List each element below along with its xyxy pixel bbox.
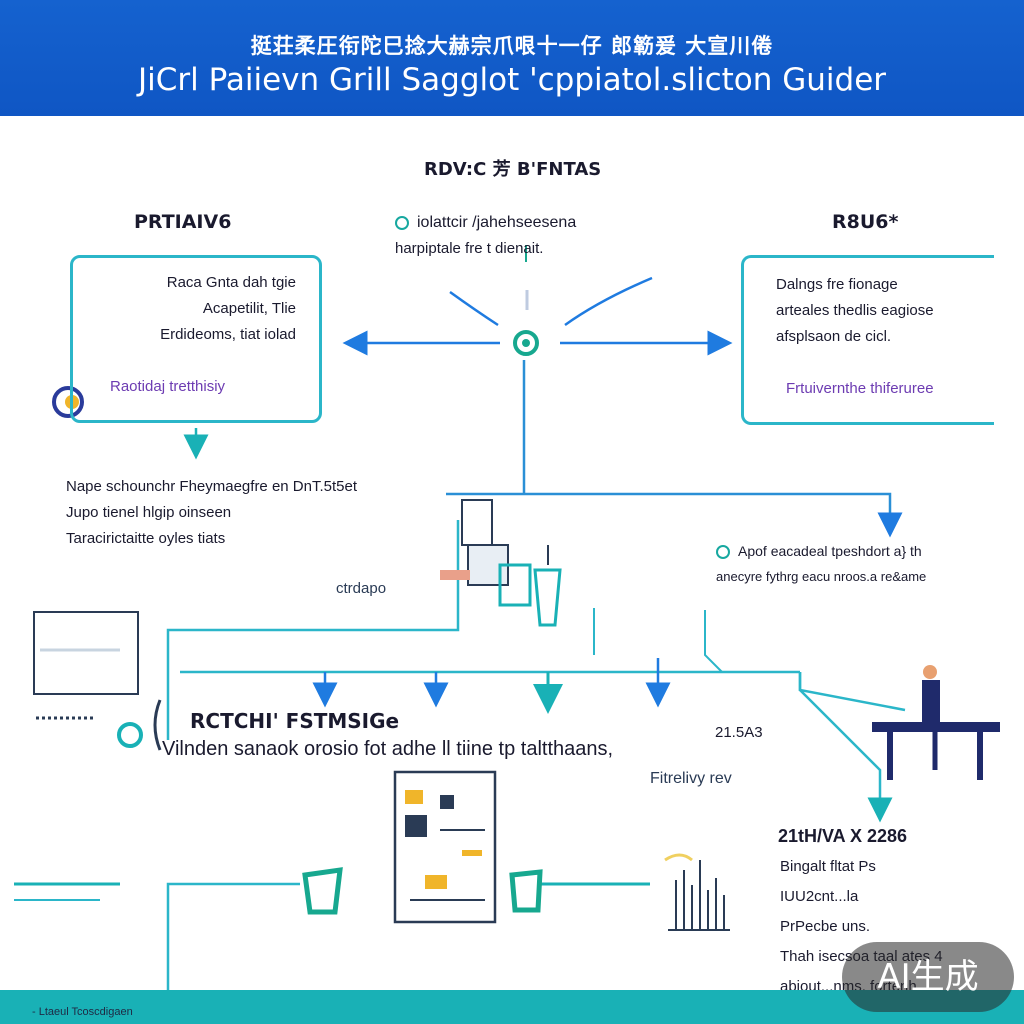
mid-right-line1: Apof eacadeal tpeshdort a} th [716, 538, 922, 564]
list-item: Bingalt fltat Ps [780, 858, 876, 875]
ai-watermark: AI生成 [842, 942, 1014, 1012]
device-icon-left [302, 867, 343, 915]
bracket-left [153, 699, 162, 751]
top-center-line1: iolattcir /jahehseesena [395, 210, 576, 236]
list-item: PrPecbe uns. [780, 918, 871, 935]
bar-graphic [664, 853, 730, 931]
small-label-b: Fitrelivy rev [650, 770, 732, 787]
screen-illustration [33, 611, 139, 720]
right-panel-heading: R8U6* [832, 211, 899, 233]
list-item: Taracirictaitte oyles tiats [66, 530, 226, 547]
center-hub-icon [513, 330, 539, 356]
list-item: Jupo tienel hlgip oinseen [66, 504, 232, 521]
list-item: IUU2cnt...la [780, 888, 859, 905]
machine-illustration [440, 499, 562, 627]
mid-right-line1-text: Apof eacadeal tpeshdort a} th [738, 543, 922, 559]
net-right-down [798, 672, 893, 823]
device-icon-right [509, 869, 543, 913]
left-panel-link[interactable]: Raotidaj tretthisiy [110, 378, 226, 395]
right-panel-line: Dalngs fre fionage [776, 276, 898, 293]
mid-left-label: ctrdapo [336, 580, 387, 597]
document-illustration [393, 770, 497, 924]
top-center-heading: RDV:C 芳 B'FNTAS [424, 159, 602, 180]
left-panel-box [70, 255, 322, 423]
center-block-heading: RCTCHI' FSTMSIGe [190, 709, 400, 733]
left-panel-heading: PRTIAIV6 [134, 211, 232, 233]
person-illustration [872, 665, 1000, 780]
ray-left [449, 290, 499, 327]
header-banner: 挺荘柔圧衔陀巳捻大赫宗爪哏十一仔 郎簕爰 大宣川倦 JiCrl Paiievn … [0, 0, 1024, 116]
drop-6 [704, 610, 723, 673]
net-left [166, 520, 460, 740]
right-panel-line: afsplsaon de cicl. [776, 328, 892, 345]
right-panel-line: arteales thedlis eagiose [776, 302, 934, 319]
top-center-line1-text: iolattcir /jahehseesena [417, 214, 577, 231]
ray-right [564, 276, 653, 327]
right-panel-link[interactable]: Frtuivernthe thiferuree [786, 380, 934, 397]
left-panel-lines: Raca Gnta dah tgie Acapetilit, Tlie Erdi… [96, 270, 296, 348]
bottom-line-mid [166, 882, 300, 990]
top-center-line2: harpiptale fre t dienait. [395, 240, 544, 257]
block-bubble-icon [117, 722, 143, 748]
mid-right-line2: anecyre fythrg eacu nroos.a re&ame [716, 569, 927, 584]
header-subtitle: 挺荘柔圧衔陀巳捻大赫宗爪哏十一仔 郎簕爰 大宣川倦 [250, 34, 774, 58]
list-item: Nape schounchr Fheymaegfre en DnT.5t5et [66, 478, 357, 495]
bullet-icon [716, 545, 730, 560]
branch-right [446, 492, 903, 538]
left-panel-line: Erdideoms, tiat iolad [160, 326, 296, 343]
right-panel-box [741, 255, 994, 425]
center-block-body: Vilnden sanaok orosio fot adhe ll tiine … [162, 738, 614, 760]
bullet-icon [395, 215, 409, 230]
left-panel-line: Acapetilit, Tlie [202, 300, 296, 317]
header-title: JiCrl Paiievn Grill Sagglot 'cppiatol.sl… [137, 62, 887, 98]
mid-left-list: Nape schounchr Fheymaegfre en DnT.5t5et … [66, 474, 357, 552]
left-panel-line: Raca Gnta dah tgie [166, 274, 296, 291]
right-panel-lines: Dalngs fre fionage arteales thedlis eagi… [776, 272, 934, 350]
footer-text: - Ltaeul Tcoscdigaen [32, 1006, 133, 1018]
small-label-a: 21.5A3 [715, 724, 763, 741]
bottom-right-heading: 21tH/VA X 2286 [778, 826, 908, 846]
